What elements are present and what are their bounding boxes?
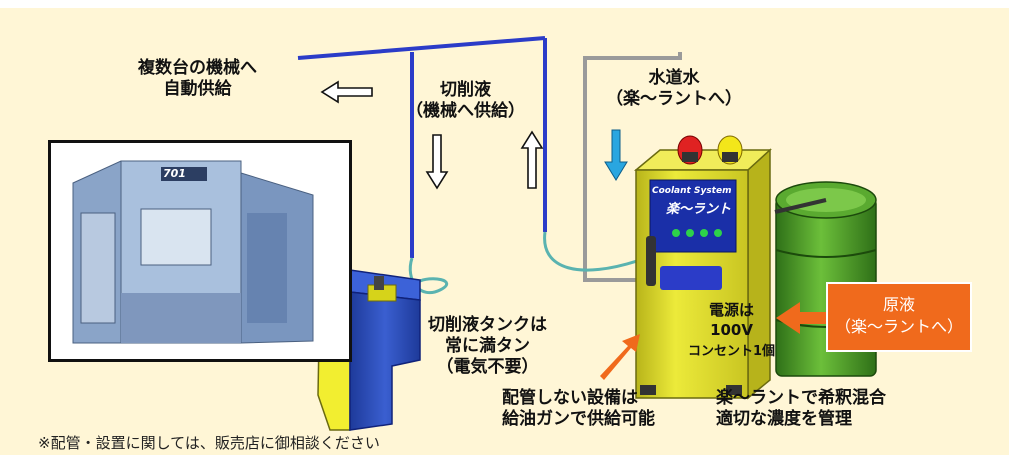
machine-photo: 701 [48, 140, 352, 362]
water-arrow [604, 129, 628, 181]
water-line2: （楽～ラントへ） [606, 89, 742, 109]
machine-badge: 701 [163, 167, 186, 180]
arrow-up [520, 130, 544, 189]
orange-arrow-gun [600, 334, 640, 380]
gun-line2: 給油ガンで供給可能 [502, 409, 655, 429]
mix-label: 楽～ラントで希釈混合適切な濃度を管理 [716, 388, 886, 430]
rakurant-device [633, 135, 772, 400]
water-line1: 水道水 [648, 68, 700, 88]
tank-line1: 切削液タンクは [428, 315, 547, 335]
concentrate-line1: 原液 [882, 295, 915, 314]
coolant-line2: （機械へ供給） [406, 101, 525, 121]
coolant-line1: 切削液 [440, 80, 491, 100]
power-line1: 電源は [709, 301, 755, 319]
mix-line1: 楽～ラントで希釈混合 [716, 388, 886, 408]
concentrate-line2: （楽～ラントへ） [834, 317, 963, 336]
arrow-down [425, 134, 449, 190]
machine-illustration [51, 143, 349, 359]
device-panel-subtitle: Coolant System [652, 186, 732, 196]
mix-line2: 適切な濃度を管理 [716, 409, 852, 429]
multi-supply-line1: 複数台の機械へ [138, 58, 257, 78]
gun-label: 配管しない設備は給油ガンで供給可能 [502, 388, 655, 430]
arrow-left [320, 80, 373, 104]
footnote: ※配管・設置に関しては、販売店に御相談ください [38, 434, 380, 452]
supply-piping [297, 36, 547, 258]
tank-line2: 常に満タン [445, 336, 530, 356]
tank-line3: （電気不要） [436, 357, 539, 377]
water-label: 水道水（楽～ラントへ） [606, 68, 742, 110]
concentrate-callout: 原液 （楽～ラントへ） [826, 282, 972, 352]
power-label: 電源は 100V コンセント1個 [688, 300, 775, 362]
device-panel-title: 楽～ラント [666, 202, 732, 217]
multi-supply-line2: 自動供給 [163, 79, 232, 99]
water-pipe [583, 52, 682, 282]
power-line2: 100V [710, 321, 753, 339]
flow-arrows [320, 80, 544, 190]
orange-arrow-concentrate [776, 302, 826, 334]
coolant-label: 切削液（機械へ供給） [406, 80, 525, 122]
multi-supply-label: 複数台の機械へ自動供給 [138, 58, 257, 100]
tank-label: 切削液タンクは常に満タン（電気不要） [428, 315, 547, 378]
power-line3: コンセント1個 [688, 344, 776, 359]
gun-line1: 配管しない設備は [502, 388, 638, 408]
